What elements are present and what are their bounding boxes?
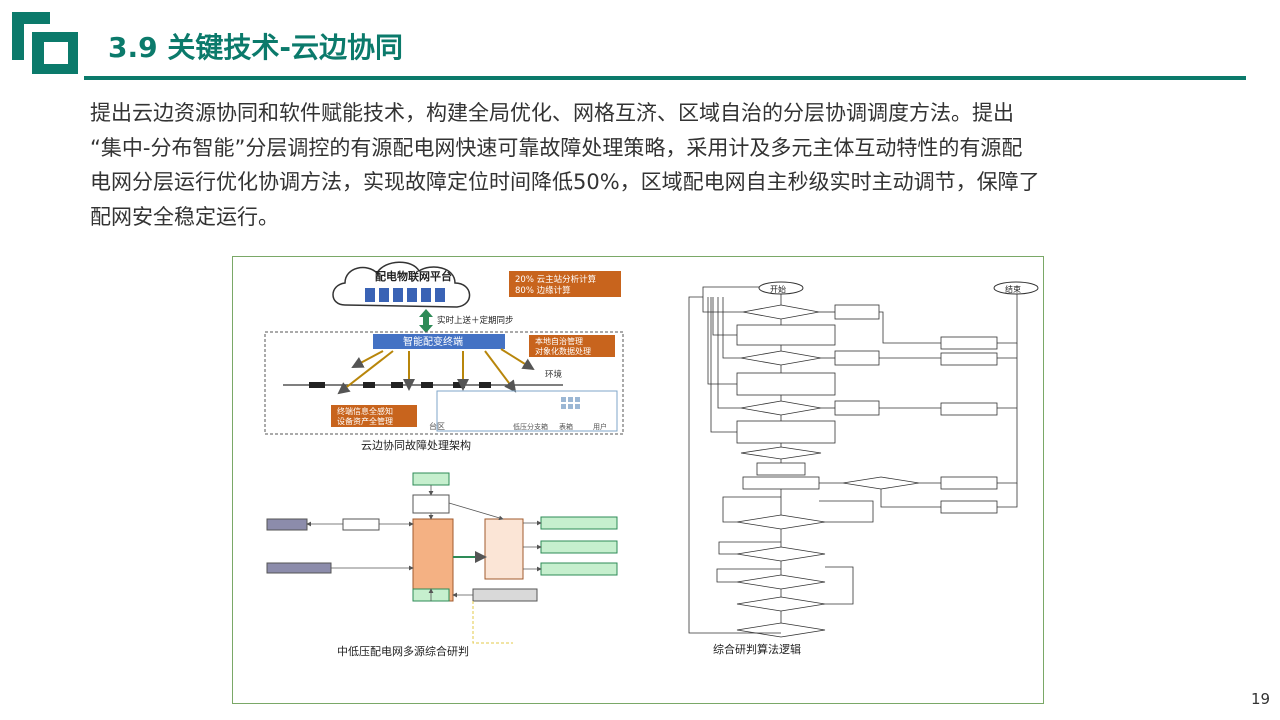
title-divider xyxy=(84,76,1246,80)
terminal-box xyxy=(373,334,505,349)
multi-caption: 中低压配电网多源综合研判 xyxy=(337,644,469,658)
sense-badge xyxy=(331,405,417,427)
diagram-node xyxy=(342,518,380,531)
page-title: 3.9 关键技术-云边协同 xyxy=(108,31,403,64)
diagram-node xyxy=(484,518,524,580)
cloud-badge xyxy=(509,271,621,297)
updown-arrow-icon xyxy=(419,309,433,333)
diagram-node xyxy=(266,562,332,574)
paragraph-line: “集中-分布智能”分层调控的有源配电网快速可靠故障处理策略，采用计及多元主体互动… xyxy=(90,135,1023,160)
area-box xyxy=(436,390,618,432)
diagram-node xyxy=(540,562,618,576)
page-number: 19 xyxy=(1251,690,1271,708)
cloud-edge-architecture: 配电物联网平台 20% 云主站分析计算 80% 边缘计算 实时上送＋定期同步 智… xyxy=(264,261,624,452)
local-badge-line: 对象化数据处理 xyxy=(535,346,591,356)
local-badge xyxy=(529,335,615,357)
intro-paragraph: 提出云边资源协同和软件赋能技术，构建全局优化、网格互济、区域自治的分层协调调度方… xyxy=(90,96,1200,234)
logic-caption: 综合研判算法逻辑 xyxy=(713,642,801,656)
figure-frame: 配电物联网平台 20% 云主站分析计算 80% 边缘计算 实时上送＋定期同步 智… xyxy=(232,256,1044,704)
local-badge-line: 本地自治管理 xyxy=(535,336,583,346)
end-label: 结束 xyxy=(1005,284,1021,294)
area-label: 表箱 xyxy=(559,422,573,431)
diagram-node xyxy=(412,472,450,486)
paragraph-line: 提出云边资源协同和软件赋能技术，构建全局优化、网格互济、区域自治的分层协调调度方… xyxy=(90,101,1014,125)
cloud-badge-line: 20% 云主站分析计算 xyxy=(515,274,597,285)
dashed-feedback xyxy=(472,601,513,644)
arch-caption: 云边协同故障处理架构 xyxy=(361,438,471,452)
multi-source-diagram: 中低压配电网多源综合研判 xyxy=(266,472,618,658)
cloud-label: 配电物联网平台 xyxy=(375,269,452,283)
flow-steps xyxy=(736,304,998,638)
cloud-badge-line: 80% 边缘计算 xyxy=(515,285,571,296)
terminal-label: 智能配变终端 xyxy=(403,335,463,348)
algorithm-flowchart: 开始 结束 xyxy=(688,281,1039,656)
area-label: 台区 xyxy=(429,421,445,431)
diagram-node xyxy=(472,588,538,602)
env-label: 环境 xyxy=(545,369,563,380)
company-logo xyxy=(12,12,78,74)
paragraph-line: 配网安全稳定运行。 xyxy=(90,204,279,229)
end-node xyxy=(993,281,1039,295)
diagram-node xyxy=(266,518,308,531)
diagram-node xyxy=(540,516,618,530)
upload-label: 实时上送＋定期同步 xyxy=(437,315,514,326)
area-label: 低压分支箱 xyxy=(513,422,548,431)
paragraph-line: 电网分层运行优化协调方法，实现故障定位时间降低50%，区域配电网自主秒级实时主动… xyxy=(90,170,1040,194)
data-link-arrows xyxy=(337,348,535,395)
sense-badge-line: 终端信息全感知 xyxy=(337,406,393,416)
server-icons xyxy=(365,288,445,302)
diagram-node xyxy=(412,494,450,514)
diagram-node xyxy=(412,518,454,602)
meter-grid-icon xyxy=(561,397,580,409)
flow-connectors xyxy=(688,286,1018,634)
sense-badge-line: 设备资产全管理 xyxy=(337,416,393,426)
diagram-node xyxy=(540,540,618,554)
area-label: 用户 xyxy=(593,422,607,431)
start-label: 开始 xyxy=(770,284,786,294)
figure-canvas: 配电物联网平台 20% 云主站分析计算 80% 边缘计算 实时上送＋定期同步 智… xyxy=(264,261,1039,658)
